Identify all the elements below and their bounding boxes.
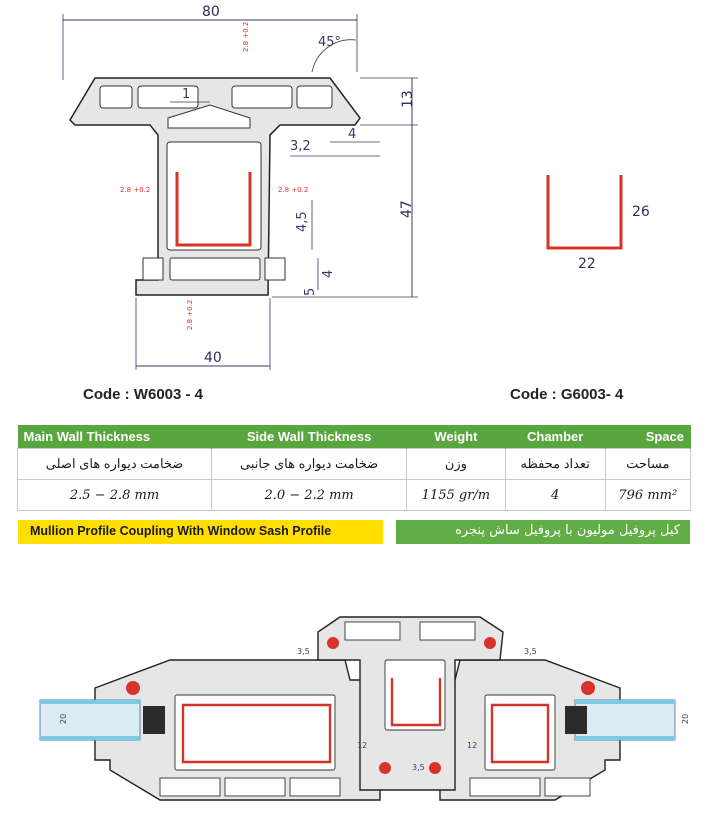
spec-header-row: Main Wall Thickness Side Wall Thickness … — [17, 425, 692, 449]
svg-text:2.8 +0.2: 2.8 +0.2 — [242, 22, 250, 52]
dim-1: 1 — [182, 87, 190, 102]
svg-text:2.8 +0.2: 2.8 +0.2 — [120, 186, 150, 194]
banner-green — [396, 520, 690, 544]
dim-right-3-5: 3,5 — [524, 647, 537, 656]
fa-main-wall: ضخامت دیواره های اصلی — [16, 448, 213, 480]
code-left: Code : W6003 - 4 — [83, 386, 204, 403]
header-space: Space — [605, 425, 692, 449]
val-main-wall: 2.5 − 2.8 mm — [16, 479, 213, 511]
dim-40: 40 — [204, 350, 222, 366]
section-banner: Mullion Profile Coupling With Window Sas… — [18, 520, 690, 544]
steel-reinforcement — [175, 172, 252, 247]
dim-right-12: 12 — [467, 741, 477, 750]
dim-5: 5 — [303, 288, 318, 296]
spec-table: Main Wall Thickness Side Wall Thickness … — [16, 425, 692, 511]
fa-space: مساحت — [604, 448, 692, 480]
banner-yellow — [18, 520, 383, 544]
header-main-wall: Main Wall Thickness — [17, 425, 213, 449]
dim-80: 80 — [202, 4, 220, 20]
dim-3-2: 3,2 — [290, 139, 311, 154]
dim-angle: 45° — [318, 35, 341, 50]
val-side-wall: 2.0 − 2.2 mm — [211, 479, 408, 511]
dim-left-12: 12 — [357, 741, 367, 750]
left-sash — [94, 659, 381, 801]
dim-26: 26 — [632, 204, 650, 220]
svg-text:2.8 +0.2: 2.8 +0.2 — [278, 186, 308, 194]
dim-left-3-5: 3,5 — [297, 647, 310, 656]
dim-22: 22 — [578, 256, 596, 272]
header-weight: Weight — [406, 425, 506, 449]
banner-title-fa: کیل پروفیل مولیون با پروفیل ساش پنجره — [455, 523, 680, 538]
dim-glass-right: 20 — [681, 714, 690, 724]
val-space: 796 mm² — [604, 479, 692, 511]
header-side-wall: Side Wall Thickness — [211, 425, 408, 449]
glass-left — [39, 699, 165, 741]
header-chamber: Chamber — [505, 425, 606, 449]
dim-13: 13 — [400, 90, 416, 108]
val-chamber: 4 — [504, 479, 606, 511]
code-right: Code : G6003- 4 — [510, 386, 624, 403]
fa-weight: وزن — [406, 448, 506, 480]
dim-4b: 4 — [321, 270, 336, 278]
dim-bottom-3-5: 3,5 — [412, 763, 425, 772]
fa-chamber: تعداد محفظه — [504, 448, 606, 480]
spec-value-row: 2.5 − 2.8 mm 2.0 − 2.2 mm 1155 gr/m 4 79… — [16, 479, 692, 511]
mullion-profile-drawing: 80 45° 2.8 +0.2 2.8 +0.2 2.8 +0.2 2.8 +0… — [62, 4, 650, 370]
banner-title-en: Mullion Profile Coupling With Window Sas… — [30, 524, 332, 538]
val-weight: 1155 gr/m — [406, 479, 506, 511]
steel-center — [390, 678, 442, 727]
fa-side-wall: ضخامت دیواره های جانبی — [211, 448, 408, 480]
glass-right — [565, 699, 676, 741]
steel-left — [181, 703, 332, 764]
gasket-profile — [546, 175, 623, 250]
right-sash — [439, 659, 621, 801]
mullion — [317, 616, 504, 791]
steel-right — [490, 703, 550, 764]
dim-glass-left: 20 — [59, 714, 68, 724]
spec-fa-row: ضخامت دیواره های اصلی ضخامت دیواره های ج… — [16, 448, 692, 480]
svg-text:2.8 +0.2: 2.8 +0.2 — [186, 300, 194, 330]
dim-4-5: 4,5 — [295, 211, 310, 232]
dim-4a: 4 — [348, 127, 356, 142]
dim-47: 47 — [399, 200, 415, 218]
